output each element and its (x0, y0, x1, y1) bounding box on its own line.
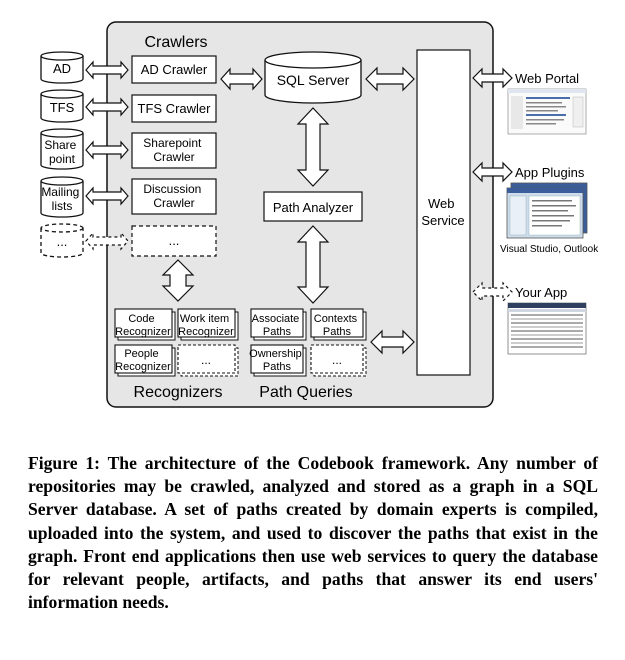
repository-sharepoint-label: Share point (44, 138, 79, 166)
recognizer-people-label: People Recognizer (115, 348, 171, 373)
sql-server-label: SQL Server (277, 72, 350, 88)
path-query-contexts-line-2: Paths (323, 326, 352, 338)
repository-mailing-lists-label: Mailing lists (41, 185, 82, 213)
repository-mailing-lists-line-2: lists (52, 199, 73, 213)
crawler-more-box (131, 225, 217, 257)
arrow-crawlers-recognizers (161, 259, 195, 302)
repository-sharepoint: Share point (40, 128, 84, 170)
recognizer-more-label: ... (201, 353, 211, 367)
crawlers-title: Crawlers (144, 34, 207, 51)
crawler-ad-label: AD Crawler (141, 62, 208, 77)
sql-server: SQL Server (264, 51, 362, 104)
recognizer-workitem-line-2: Recognizer (178, 326, 234, 338)
path-query-ownership-line-2: Paths (263, 361, 292, 373)
path-query-contexts-label: Contexts Paths (314, 313, 360, 338)
crawler-more-label: ... (169, 233, 180, 248)
path-analyzer-box (263, 191, 363, 222)
recognizer-workitem: Work item Recognizer (177, 308, 239, 341)
repository-mailing-lists-line-1: Mailing (41, 185, 79, 199)
path-query-ownership-label: Ownership Paths (249, 348, 305, 373)
repository-more-label: ... (57, 234, 68, 249)
arrow-crawlers-sql (220, 67, 263, 91)
path-query-contexts: Contexts Paths (310, 308, 367, 341)
recognizer-code: Code Recognizer (114, 308, 176, 341)
arrow-webservice-webportal (472, 67, 513, 89)
path-query-more: ... (310, 344, 367, 377)
your-app-screenshot (507, 302, 587, 355)
arrow-sharepoint-crawler (85, 140, 129, 160)
repository-more: ... (40, 223, 84, 258)
repository-mailing-lists: Mailing lists (40, 176, 84, 218)
recognizer-code-line-2: Recognizer (115, 326, 171, 338)
web-portal-screenshot (507, 88, 587, 135)
web-portal-label: Web Portal (515, 71, 579, 86)
app-plugins-label: App Plugins (515, 165, 585, 180)
arrow-webservice-yourapp (472, 281, 513, 303)
path-query-ownership-line-1: Ownership (249, 348, 302, 360)
path-query-associate-line-1: Associate (252, 313, 300, 325)
repository-ad-label: AD (53, 61, 71, 76)
crawler-tfs-box (131, 94, 217, 123)
recognizers-title: Recognizers (134, 384, 223, 401)
path-analyzer-label: Path Analyzer (273, 200, 354, 215)
repository-sharepoint-line-2: point (49, 152, 76, 166)
repository-sharepoint-line-1: Share (44, 138, 76, 152)
web-service-line-1: Web (428, 196, 455, 211)
recognizer-workitem-label: Work item Recognizer (178, 313, 234, 338)
recognizer-more: ... (177, 344, 239, 377)
path-queries-title: Path Queries (259, 384, 352, 401)
web-service-line-2: Service (421, 213, 464, 228)
app-plugins-screenshot (506, 182, 588, 239)
path-query-associate: Associate Paths (250, 308, 307, 341)
crawler-discussion-line-2: Crawler (153, 196, 194, 210)
recognizer-people-line-2: Recognizer (115, 361, 171, 373)
path-query-more-label: ... (332, 353, 342, 367)
path-query-associate-label: Associate Paths (252, 313, 303, 338)
web-service-label: Web Service (421, 196, 464, 228)
crawler-discussion-line-1: Discussion (143, 182, 201, 196)
architecture-diagram: Crawlers AD TFS Share point Mailing list… (40, 21, 599, 408)
repository-ad: AD (40, 51, 84, 84)
crawler-discussion-label: Discussion Crawler (143, 182, 204, 210)
app-plugins-note: Visual Studio, Outlook (500, 244, 599, 255)
recognizer-code-label: Code Recognizer (115, 313, 171, 338)
arrow-more-crawler (85, 231, 129, 251)
arrow-sql-webservice (365, 66, 415, 92)
crawler-discussion-box (131, 178, 217, 215)
crawler-sharepoint-line-1: Sharepoint (143, 136, 202, 150)
figure-caption: Figure 1: The architecture of the Codebo… (28, 453, 598, 613)
crawler-sharepoint-label: Sharepoint Crawler (143, 136, 204, 164)
arrow-webservice-appplugins (472, 161, 513, 183)
recognizer-workitem-line-1: Work item (180, 313, 229, 325)
web-service-box (416, 49, 471, 376)
arrow-sql-path-analyzer (296, 107, 330, 187)
path-query-ownership: Ownership Paths (249, 344, 307, 377)
crawler-tfs-label: TFS Crawler (138, 101, 212, 116)
repository-tfs-label: TFS (50, 100, 75, 115)
your-app-label: Your App (515, 285, 567, 300)
recognizer-code-line-1: Code (128, 313, 154, 325)
arrow-queries-webservice (370, 329, 415, 355)
arrow-ad-crawler (85, 60, 129, 80)
crawler-sharepoint-box (131, 132, 217, 169)
recognizer-people: People Recognizer (114, 344, 176, 377)
path-query-contexts-line-1: Contexts (314, 313, 358, 325)
crawler-ad-box (131, 55, 217, 84)
arrow-analyzer-queries (296, 225, 330, 304)
arrow-discussion-crawler (85, 186, 129, 206)
path-query-associate-line-2: Paths (263, 326, 292, 338)
crawler-sharepoint-line-2: Crawler (153, 150, 194, 164)
arrow-tfs-crawler (85, 97, 129, 117)
repository-tfs: TFS (40, 89, 84, 123)
recognizer-people-line-1: People (124, 348, 158, 360)
